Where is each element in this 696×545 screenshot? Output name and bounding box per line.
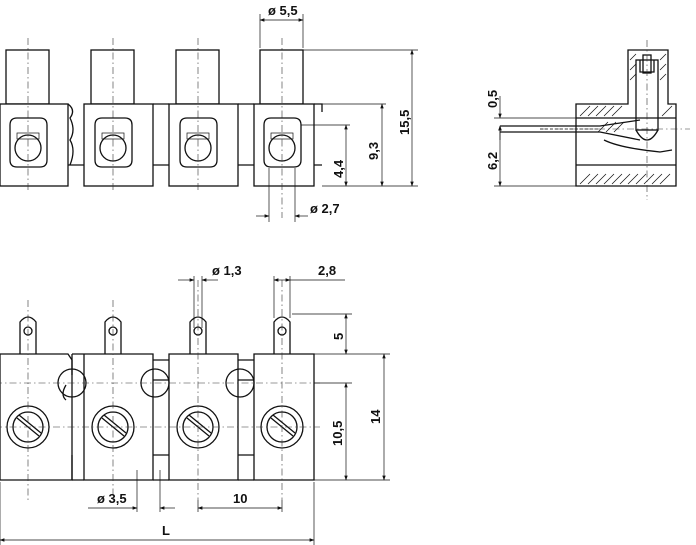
tube-3 — [175, 49, 220, 105]
solder-tabs — [19, 316, 291, 354]
terminal-body-4 — [253, 103, 315, 187]
dim-top-height-partial: 10,5 — [330, 421, 345, 446]
dim-front-height-total: 15,5 — [397, 110, 412, 135]
dim-side-upper: 0,5 — [485, 90, 500, 108]
tube-2 — [90, 49, 135, 105]
dim-top-pitch: 10 — [233, 491, 247, 506]
tube-1 — [5, 49, 50, 105]
dim-top-hole-diameter: ø 1,3 — [212, 263, 242, 278]
mount-hole-3 — [225, 368, 255, 398]
side-view: 0,5 6,2 — [485, 40, 690, 200]
dim-side-lower: 6,2 — [485, 152, 500, 170]
dim-top-height-total: 14 — [368, 409, 383, 424]
top-view: ø 1,3 2,8 5 14 10,5 ø 3,5 10 — [0, 263, 390, 545]
dim-top-screw-diameter: ø 3,5 — [97, 491, 127, 506]
front-view: ø 5,5 15,5 9,3 4,4 ø 2,7 — [0, 3, 418, 222]
dim-front-top-diameter: ø 5,5 — [268, 3, 298, 18]
dim-front-bottom-diameter: ø 2,7 — [310, 201, 340, 216]
dim-top-tab-length: 5 — [331, 333, 346, 340]
dim-top-length: L — [162, 523, 170, 538]
tube-4 — [259, 49, 304, 105]
dim-front-height-body: 9,3 — [366, 142, 381, 160]
dim-front-height-hole: 4,4 — [331, 159, 346, 178]
dim-top-tab-width: 2,8 — [318, 263, 336, 278]
